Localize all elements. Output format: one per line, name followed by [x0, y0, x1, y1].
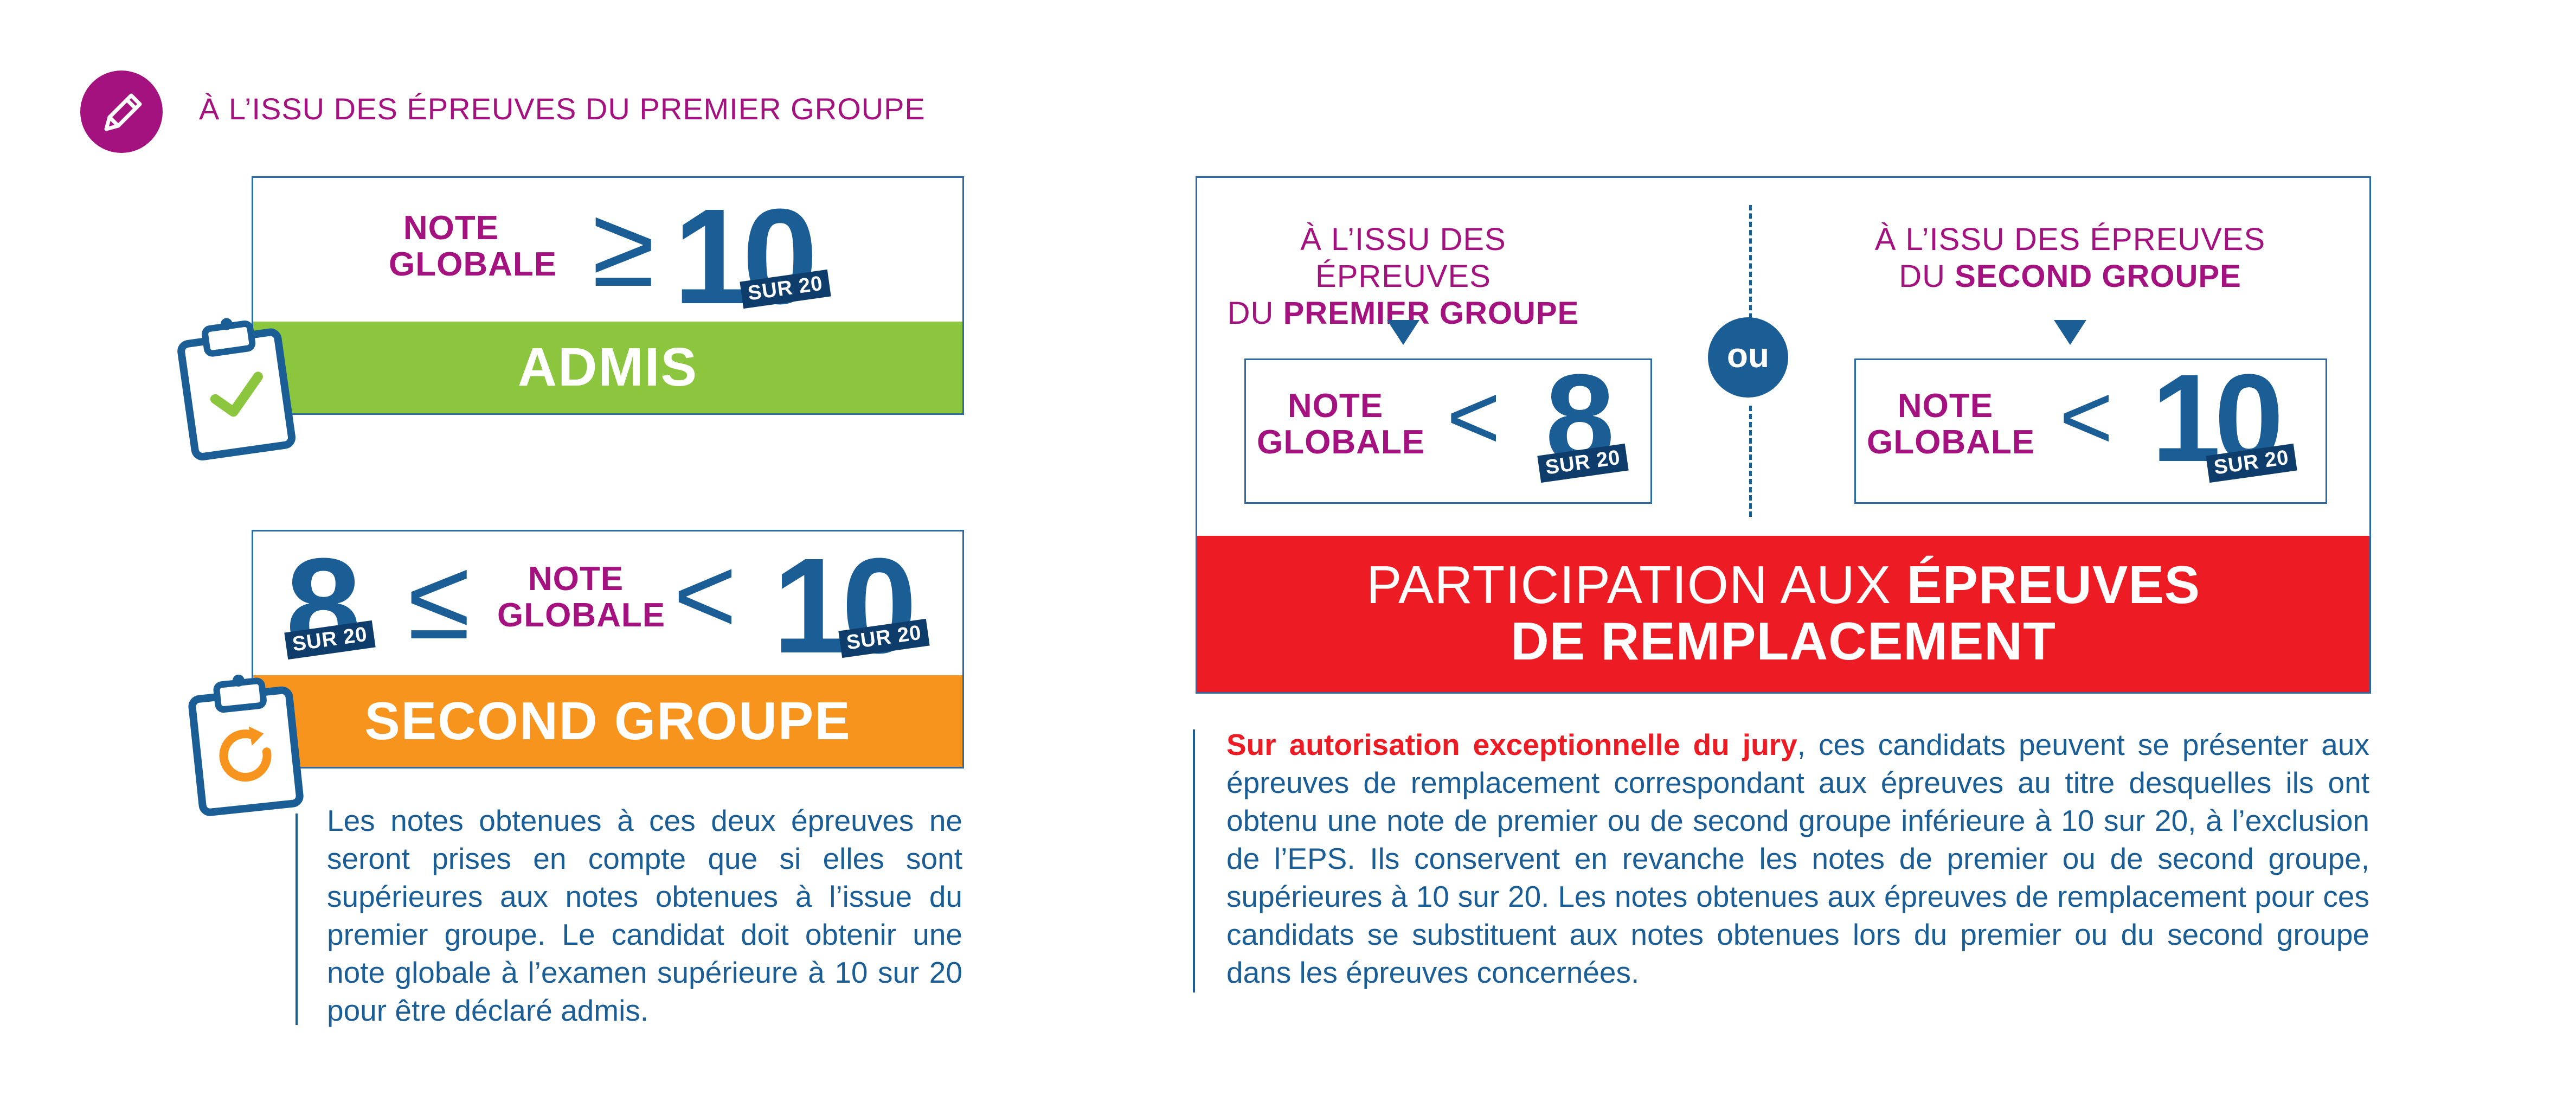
page-title: À L’ISSU DES ÉPREUVES DU PREMIER GROUPE	[199, 92, 926, 126]
replacement-band: PARTICIPATION AUX ÉPREUVES DE REMPLACEME…	[1197, 536, 2369, 692]
note-globale-label: NOTE GLOBALE	[1257, 387, 1425, 461]
operator-lte: ≤	[408, 535, 471, 663]
admis-box: NOTE GLOBALE ≥ 10 SUR 20 ADMIS	[252, 176, 964, 415]
paragraph-rule	[295, 814, 298, 1025]
note-globale-label: NOTE GLOBALE	[1867, 387, 2035, 461]
right-stage-title: À L’ISSU DES ÉPREUVES DU SECOND GROUPE	[1874, 222, 2266, 294]
operator-lt: <	[1447, 366, 1501, 469]
note-globale-label: NOTE GLOBALE	[497, 560, 666, 634]
replacement-box: À L’ISSU DES ÉPREUVES DU PREMIER GROUPE …	[1196, 176, 2371, 694]
divider-line	[1749, 205, 1752, 327]
paragraph-lead: Sur autorisation exceptionnelle du jury	[1226, 728, 1797, 761]
second-groupe-band: SECOND GROUPE	[253, 675, 962, 767]
paragraph-rule	[1193, 729, 1195, 992]
operator-lt: <	[2059, 366, 2114, 469]
left-condition-box: NOTE GLOBALE < 8 SUR 20	[1244, 356, 1652, 504]
note-globale-label: NOTE GLOBALE	[389, 209, 557, 283]
left-stage-title: À L’ISSU DES ÉPREUVES DU PREMIER GROUPE	[1227, 222, 1579, 331]
clipboard-refresh-icon	[183, 667, 311, 819]
admis-band: ADMIS	[253, 322, 962, 413]
ou-badge: ou	[1708, 317, 1788, 398]
replacement-paragraph: Sur autorisation exceptionnelle du jury,…	[1226, 728, 2369, 989]
clipboard-check-icon	[171, 309, 303, 464]
second-groupe-paragraph: Les notes obtenues à ces deux épreuves n…	[327, 804, 962, 1027]
operator-gte: ≥	[592, 183, 655, 310]
operator-lt: <	[673, 535, 737, 656]
down-arrow-icon	[2054, 320, 2086, 345]
pencil-badge	[80, 71, 163, 153]
pencil-icon	[104, 93, 142, 131]
threshold-value: 10	[673, 181, 818, 332]
divider-line	[1749, 406, 1752, 517]
right-condition-box: NOTE GLOBALE < 10 SUR 20	[1854, 356, 2327, 504]
second-groupe-box: 8 SUR 20 ≤ NOTE GLOBALE < 10 SUR 20 SECO…	[252, 530, 964, 768]
down-arrow-icon	[1387, 320, 1419, 345]
